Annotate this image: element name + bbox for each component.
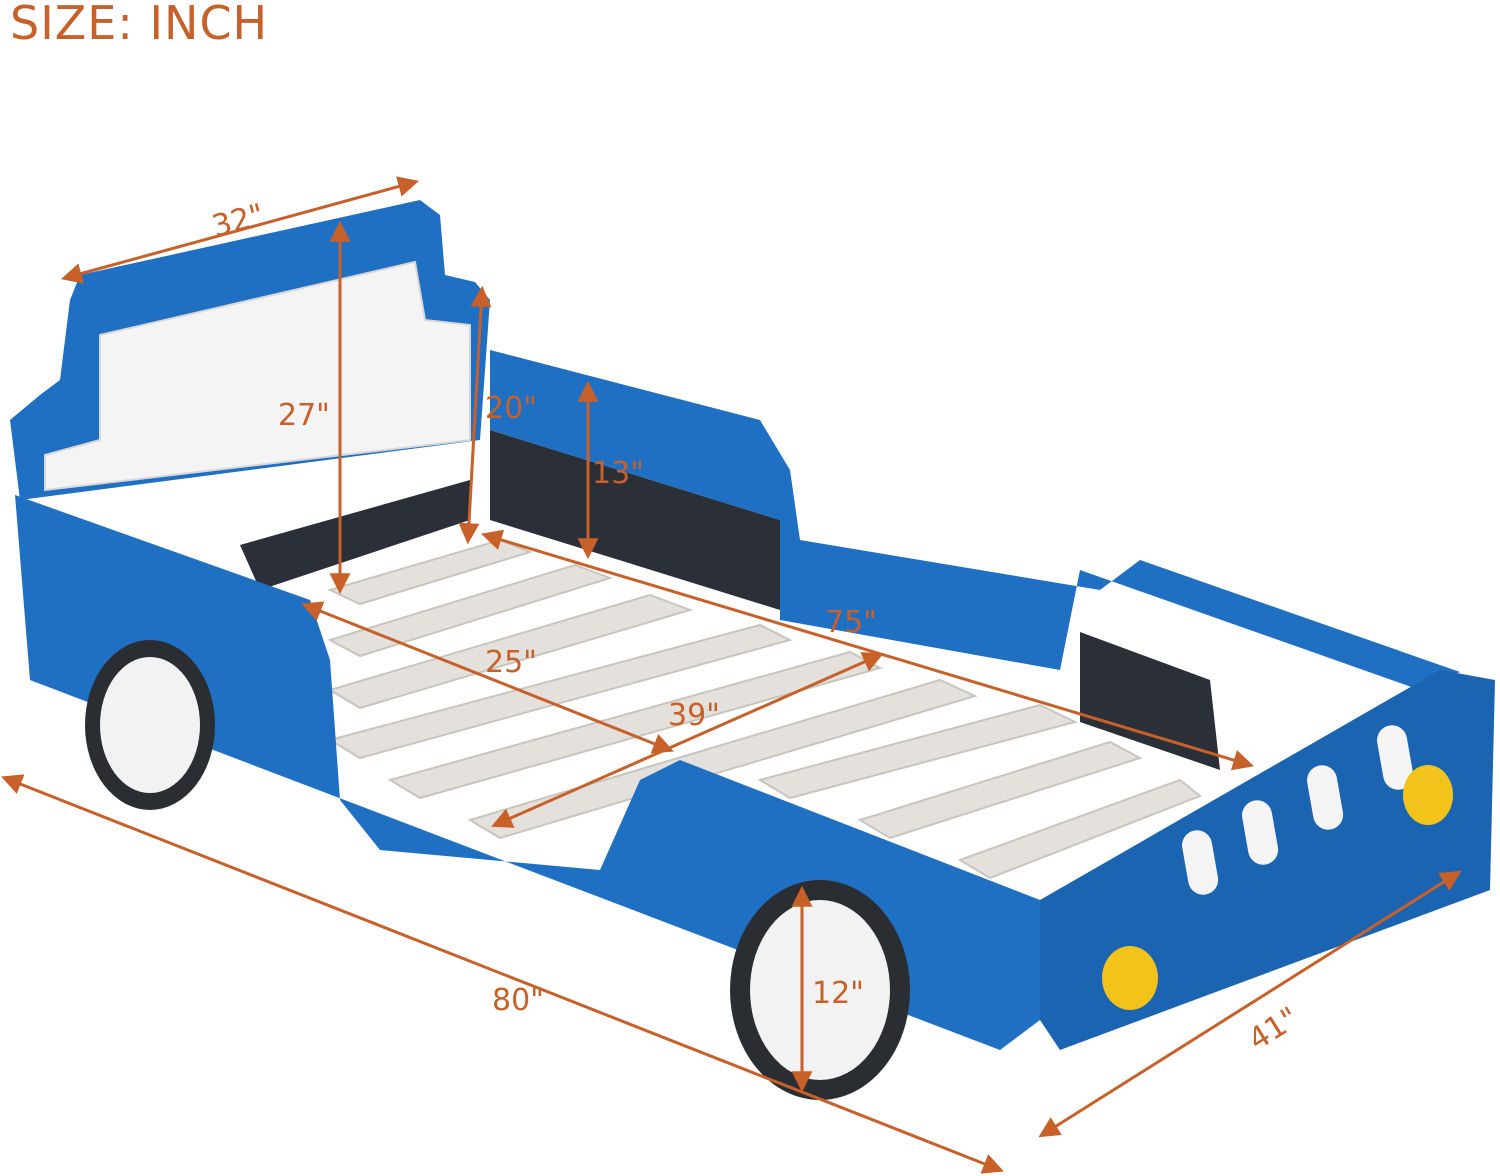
dim-label-75: 75": [825, 605, 877, 640]
dim-label-20: 20": [485, 391, 537, 426]
rear-wheel: [85, 640, 215, 810]
size-unit-title: SIZE: INCH: [10, 0, 269, 50]
dim-label-39: 39": [668, 698, 720, 733]
dim-label-13: 13": [592, 456, 644, 491]
inner-back-panel: [240, 480, 470, 590]
dim-line-41: [1038, 870, 1462, 1138]
headlight-right: [1403, 765, 1453, 825]
dim-line-32: [60, 176, 420, 284]
dim-label-80: 80": [492, 983, 544, 1018]
dim-label-41: 41": [1242, 1001, 1305, 1058]
dim-line-75: [480, 529, 1255, 771]
dim-line-20: [458, 285, 492, 545]
dim-label-25: 25": [485, 645, 537, 680]
headlight-left: [1102, 946, 1158, 1010]
dim-label-12: 12": [812, 976, 864, 1011]
dim-line-80: [1, 774, 1004, 1174]
dim-label-27: 27": [278, 398, 330, 433]
